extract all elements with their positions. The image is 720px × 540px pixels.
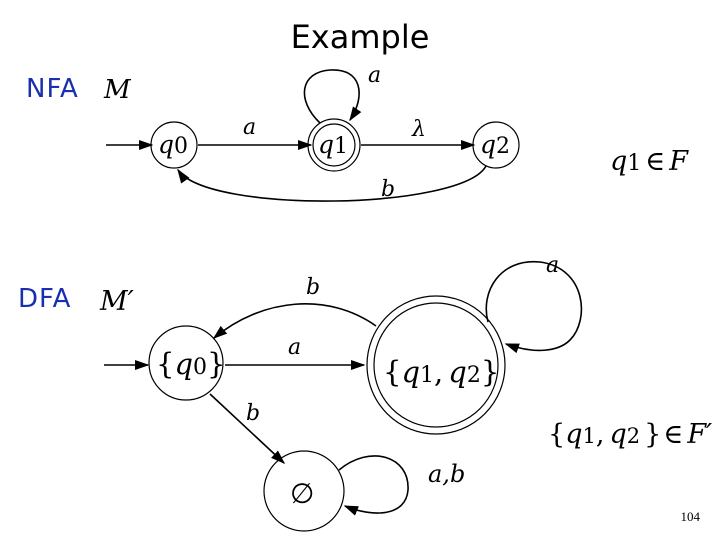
dfa-loop-q12 [485, 261, 583, 354]
svg-text:q0: q0 [158, 130, 188, 159]
nfa-loop-q1 [303, 69, 362, 124]
dfa-edge-q0-empty-label: b [246, 401, 260, 426]
svg-text:{q1,q2}: {q1,q2} [383, 355, 499, 389]
nfa-state-q1: q1 [307, 118, 361, 172]
nfa-edge-q0-q1-label: a [243, 115, 256, 140]
page-number: 104 [680, 509, 701, 524]
nfa-loop-q1-label: a [368, 63, 381, 88]
nfa-machine-name: M [103, 75, 132, 105]
dfa-loop-q12-label: a [546, 253, 559, 278]
svg-text:q1∈F: q1∈F [610, 146, 689, 177]
dfa-loop-empty-label: a,b [428, 460, 465, 488]
nfa-edge-q2-q0 [177, 165, 487, 202]
dfa-final-set: {q1,q2}∈F′ [548, 419, 712, 450]
nfa-edge-q1-q2-label: λ [411, 117, 426, 142]
svg-text:q1: q1 [318, 130, 348, 159]
dfa-state-q0: {q0} [148, 325, 225, 401]
svg-text:q2: q2 [480, 130, 510, 159]
nfa-final-set: q1∈F [610, 146, 689, 177]
dfa-loop-empty [338, 455, 409, 516]
dfa-edge-q0-empty [209, 393, 286, 464]
svg-text:{q1,q2}∈F′: {q1,q2}∈F′ [548, 419, 712, 450]
dfa-tag: DFA [18, 284, 72, 314]
svg-text:{q0}: {q0} [156, 347, 225, 381]
slide-title: Example [290, 18, 430, 56]
dfa-edge-q12-q0 [212, 303, 377, 339]
nfa-state-q0: q0 [150, 121, 198, 169]
dfa-machine-name: M′ [99, 286, 134, 317]
dfa-edge-q12-q0-label: b [306, 275, 320, 300]
svg-text:∅: ∅ [290, 477, 314, 510]
dfa-state-q12: {q1,q2} [366, 295, 506, 435]
nfa-edge-q2-q0-label: b [381, 177, 395, 202]
dfa-state-empty: ∅ [263, 450, 345, 532]
nfa-state-q2: q2 [472, 121, 520, 169]
nfa-tag: NFA [26, 74, 79, 104]
dfa-edge-q0-q12-label: a [288, 335, 301, 360]
